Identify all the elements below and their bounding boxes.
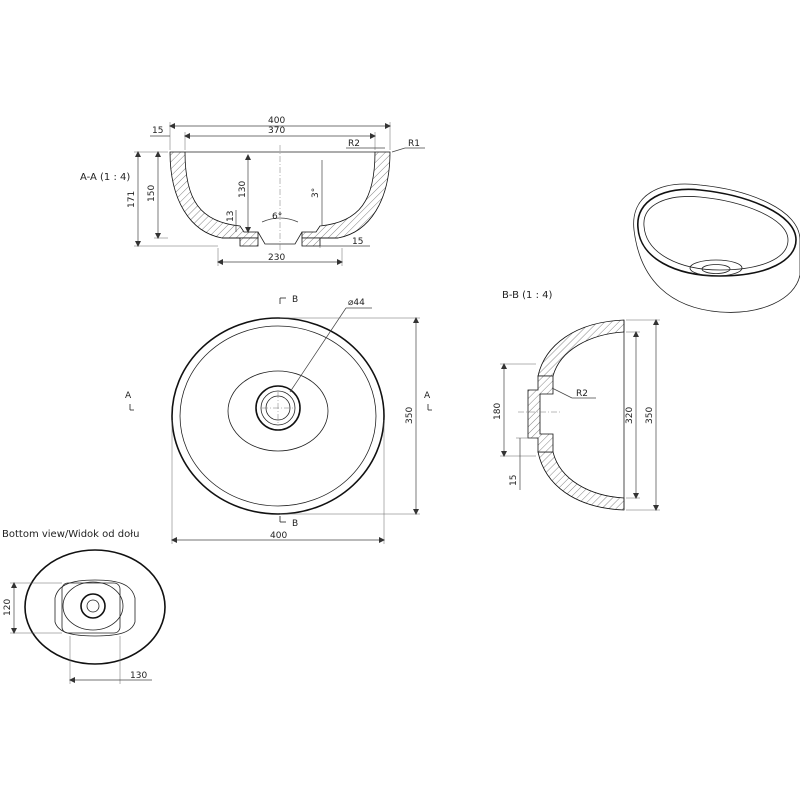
section-bb-view: B-B (1 : 4) R2 180 15 320 350 bbox=[493, 290, 660, 511]
cut-a-right: A bbox=[424, 391, 431, 401]
dim-aa-15-top: 15 bbox=[152, 126, 163, 136]
section-aa-label: A-A (1 : 4) bbox=[80, 172, 130, 183]
bottom-view: Bottom view/Widok od dołu 120 130 bbox=[2, 529, 166, 684]
cut-b-top: B bbox=[292, 295, 298, 305]
dim-top-400: 400 bbox=[270, 531, 287, 541]
dim-aa-230: 230 bbox=[268, 253, 285, 263]
dim-aa-angle-3: 3° bbox=[311, 188, 321, 198]
dim-aa-130: 130 bbox=[238, 181, 248, 198]
bottom-drain-inner bbox=[86, 599, 100, 613]
section-aa-base-right bbox=[301, 237, 338, 247]
preview-drain-inner bbox=[701, 264, 731, 274]
bottom-outer bbox=[24, 549, 166, 665]
top-outer-rim bbox=[171, 317, 385, 515]
isometric-preview bbox=[633, 183, 800, 313]
dim-drain-44: ⌀44 bbox=[348, 298, 365, 308]
bottom-foot-rect bbox=[61, 582, 121, 634]
dim-aa-171: 171 bbox=[127, 191, 137, 208]
top-view: B B A A ⌀44 350 400 bbox=[125, 295, 432, 544]
dim-aa-15-base: 15 bbox=[352, 237, 363, 247]
dim-bottom-130: 130 bbox=[130, 671, 147, 681]
dim-aa-r2: R2 bbox=[348, 139, 360, 149]
bottom-base-outline bbox=[54, 579, 136, 637]
dim-bb-180: 180 bbox=[493, 403, 503, 420]
section-bb-drain-block bbox=[527, 375, 554, 453]
section-aa-view: A-A (1 : 4) 400 370 15 R2 R1 171 bbox=[80, 116, 425, 266]
top-inner-rim bbox=[179, 325, 377, 507]
dim-bb-r2: R2 bbox=[576, 389, 588, 399]
dim-aa-400: 400 bbox=[268, 116, 285, 126]
cut-a-left: A bbox=[125, 391, 132, 401]
dim-bb-15: 15 bbox=[509, 475, 519, 486]
top-drain-area bbox=[227, 370, 329, 452]
dim-aa-150: 150 bbox=[147, 185, 157, 202]
dim-aa-angle-6: 6° bbox=[272, 212, 282, 222]
dim-aa-13: 13 bbox=[226, 211, 236, 222]
dim-bb-350: 350 bbox=[645, 407, 655, 424]
bottom-drain-outer bbox=[80, 593, 106, 619]
dim-bottom-120: 120 bbox=[3, 599, 13, 616]
section-bb-wall-upper bbox=[537, 319, 625, 377]
drain-mid-circle bbox=[260, 390, 296, 426]
dim-aa-r1: R1 bbox=[408, 139, 420, 149]
bottom-drain-area bbox=[62, 581, 124, 631]
cut-b-bottom: B bbox=[292, 519, 298, 529]
dim-top-350: 350 bbox=[405, 407, 415, 424]
bottom-view-label: Bottom view/Widok od dołu bbox=[2, 529, 139, 540]
dim-aa-370: 370 bbox=[268, 126, 285, 136]
section-bb-label: B-B (1 : 4) bbox=[502, 290, 553, 301]
drain-outer-circle bbox=[255, 385, 301, 431]
preview-drain-outer bbox=[689, 259, 743, 277]
section-bb-wall-lower bbox=[537, 451, 625, 511]
section-aa-base-left bbox=[222, 237, 259, 247]
dim-bb-320: 320 bbox=[625, 407, 635, 424]
